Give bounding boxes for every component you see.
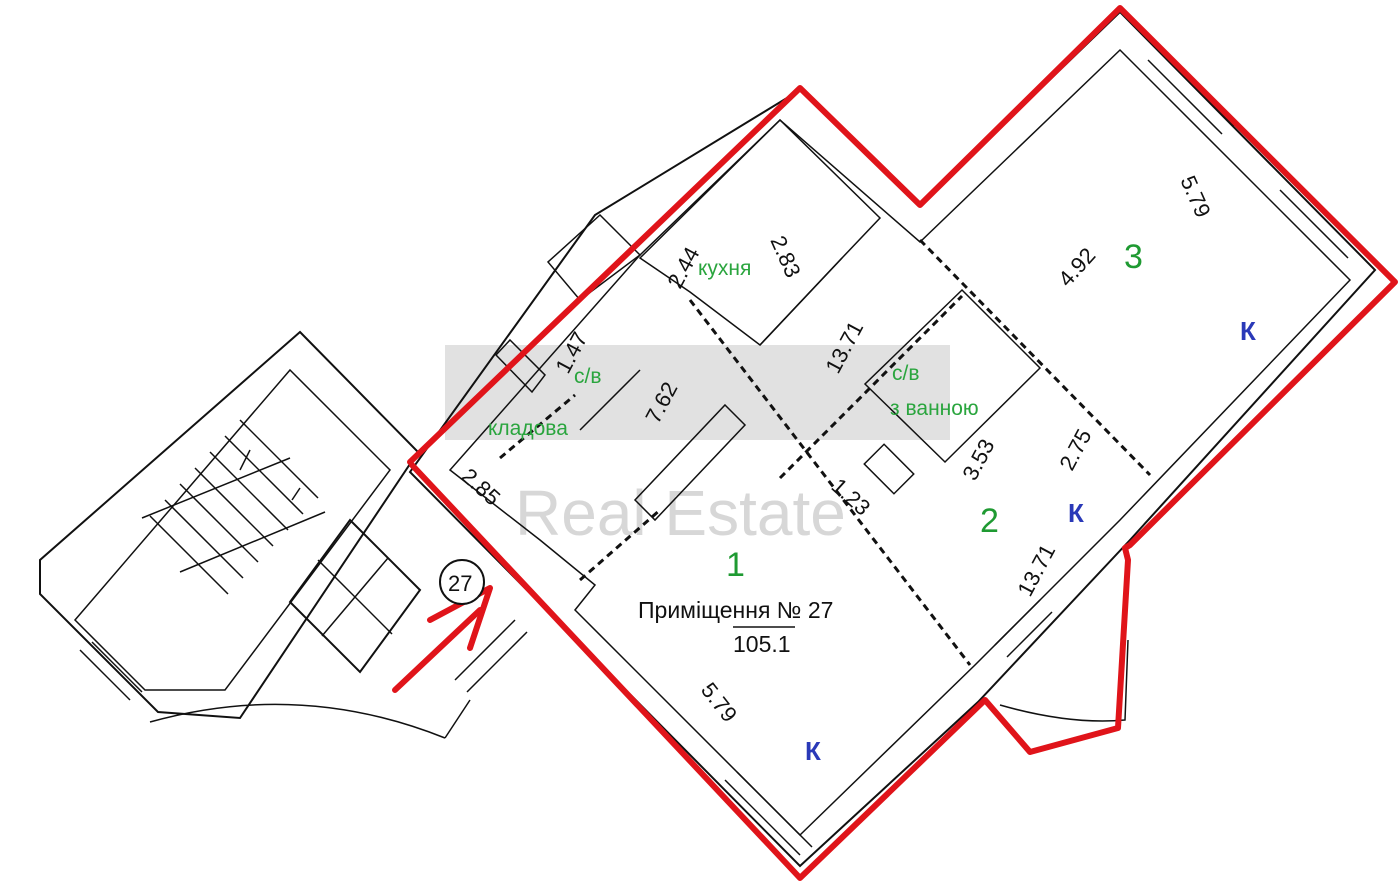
label-bathroom-1: с/в [574, 365, 602, 388]
label-storage: кладова [488, 417, 568, 440]
zone-divider-2 [778, 294, 964, 480]
bathroom-walls [863, 288, 1042, 464]
label-bathroom-2-line2: з ванною [890, 397, 979, 420]
balcony-mark-2: К [1068, 498, 1084, 528]
apartment-badge: 27 [439, 559, 485, 605]
dim-283: 2.83 [765, 232, 805, 281]
balcony-small [999, 639, 1129, 722]
label-bathroom-2-line1: с/в [892, 362, 920, 385]
stair-flights [141, 419, 326, 595]
stairwell-outer-wall [39, 330, 420, 720]
dim-579-bottom: 5.79 [696, 678, 742, 727]
corridor-arc [149, 703, 446, 739]
dim-492: 4.92 [1053, 243, 1100, 292]
label-kitchen: кухня [698, 257, 751, 280]
dim-275: 2.75 [1054, 425, 1096, 475]
dim-285: 2.85 [457, 463, 506, 510]
corridor-wall [444, 699, 471, 739]
plan-title-block: Приміщення № 27 105.1 [638, 597, 833, 657]
room-number-1: 1 [726, 546, 745, 584]
dim-353: 3.53 [957, 435, 999, 485]
room-labels: кухня с/в с/в з ванною кладова [488, 257, 979, 440]
dimensions: 5.79 4.92 2.44 2.83 13.71 1.47 7.62 3.53… [457, 172, 1216, 727]
room-number-3: 3 [1124, 238, 1143, 276]
apartment-number: 27 [448, 571, 472, 596]
zone-divider-5 [499, 393, 576, 460]
apartment-inner-wall [448, 48, 1352, 837]
room-numbers: 1 2 3 [726, 238, 1143, 584]
watermark-text: Real Estate [515, 477, 846, 549]
zone-divider-4 [579, 508, 661, 582]
balcony-mark-1: К [1240, 316, 1256, 346]
balcony-marks: К К К [805, 316, 1256, 766]
zone-divider-3 [688, 299, 972, 666]
elevator-shaft [288, 518, 422, 674]
plan-title: Приміщення № 27 [638, 597, 833, 623]
entrance-arrow-head [427, 585, 493, 651]
entrance-arrow-line [392, 607, 483, 693]
dim-579-top: 5.79 [1175, 172, 1215, 221]
zone-divider-1 [918, 238, 1152, 477]
partition-wall [633, 403, 747, 522]
balcony-mark-3: К [805, 736, 821, 766]
windows [79, 51, 1361, 856]
shaft-small [494, 338, 546, 394]
bathtub [863, 443, 915, 495]
unit-outline-red [407, 5, 1398, 881]
stairwell-inner-wall [73, 368, 391, 691]
unit-outline [392, 5, 1398, 881]
plan-area: 105.1 [733, 631, 791, 657]
dim-1371-right: 13.71 [1012, 540, 1060, 600]
room-number-2: 2 [980, 502, 999, 540]
apartment-badge-circle [439, 559, 485, 605]
kitchen-walls [638, 118, 882, 347]
